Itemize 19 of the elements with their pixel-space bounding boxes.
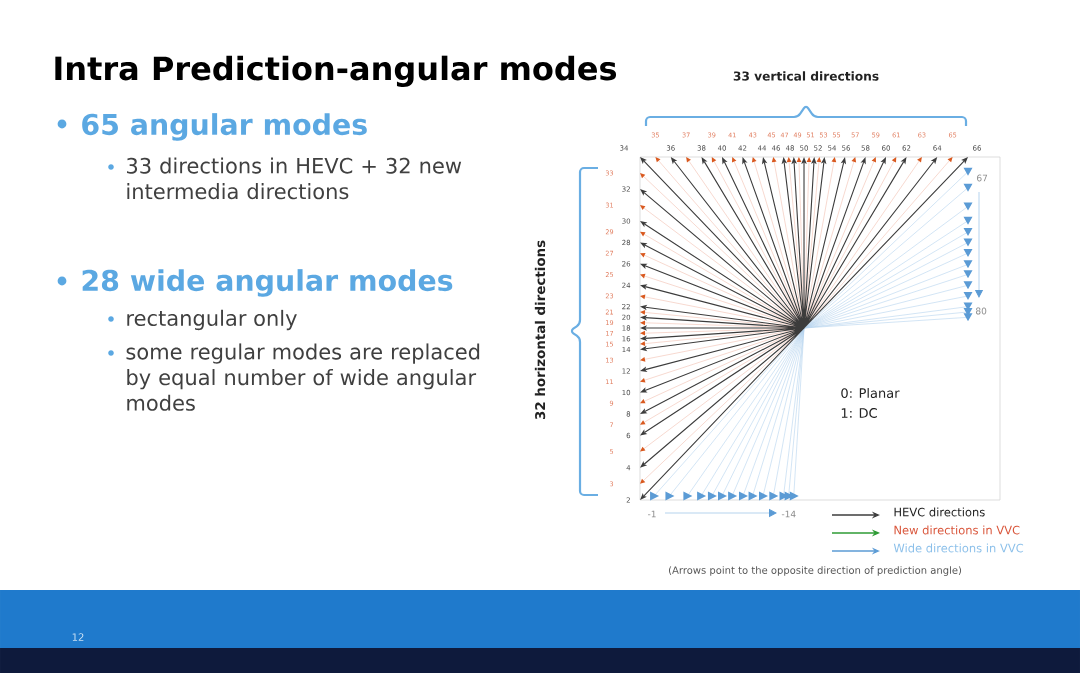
legend-text: HEVC directions — [894, 507, 985, 517]
mode-note: 0: Planar — [841, 387, 900, 399]
title: Intra Prediction-angular modes — [55, 55, 617, 87]
bullet-text: rectangular only — [127, 309, 297, 331]
bracket-label: 32 horizontal directions — [534, 240, 546, 420]
bullet-heading: 65 angular modes — [82, 113, 367, 141]
bullet-text: 33 directions in HEVC + 32 new intermedia directions — [127, 157, 462, 200]
legend-text: Wide directions in VVC — [893, 543, 1024, 553]
mode-number: 80 — [976, 307, 987, 315]
mode-note: 1: DC — [841, 408, 877, 418]
bracket-label: 33 vertical directions — [733, 71, 879, 81]
bullet-text: some regular modes are replaced by equal number of wide angular modes — [126, 343, 480, 411]
mode-number: -14 — [781, 510, 796, 518]
mode-number: -1 — [647, 510, 656, 518]
page-number: 12 — [72, 633, 84, 641]
legend-text: New directions in VVC — [894, 525, 1020, 535]
footnote: (Arrows point to the opposite direction of prediction angle) — [669, 566, 962, 576]
mode-number: 67 — [977, 174, 988, 182]
bullet-heading: 28 wide angular modes — [82, 269, 453, 297]
